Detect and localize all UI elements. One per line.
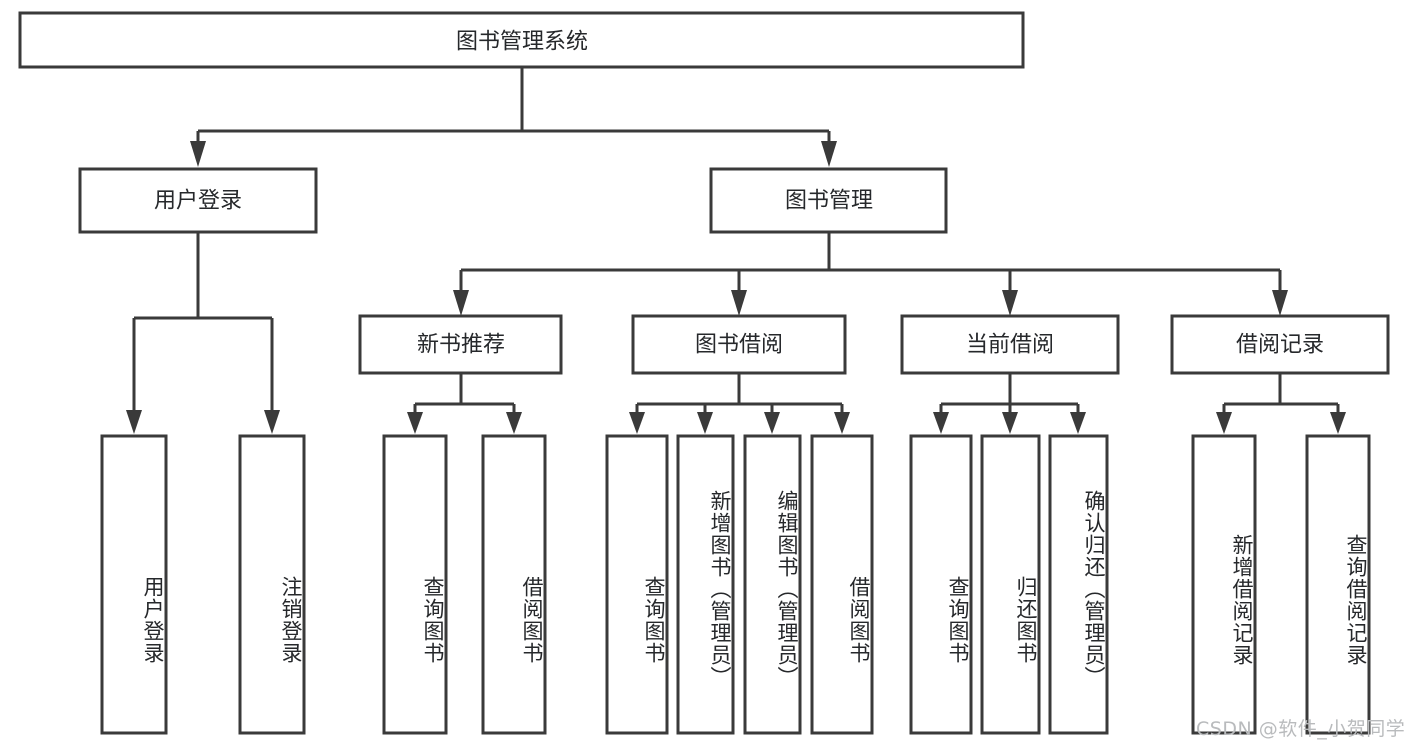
node-book-borrow[interactable] [631, 314, 847, 375]
arrow-to-leaf-query-record [1330, 412, 1346, 434]
leaf-box-query-book-3[interactable] [909, 434, 973, 735]
node-new-book-recommend-label: 新书推荐 [417, 333, 505, 358]
leaf-box-add-book[interactable] [676, 434, 735, 735]
arrow-to-borrow-record [1272, 290, 1288, 316]
arrow-to-new-book-recommend [453, 290, 469, 316]
arrow-to-leaf-add-record [1216, 412, 1232, 434]
node-borrow-record-label: 借阅记录 [1236, 333, 1324, 358]
node-label-layer: 图书管理系统 用户登录 图书管理 新书推荐 图书借阅 当前借阅 借阅记录 [154, 30, 1324, 358]
node-box-layer [18, 11, 1390, 735]
arrow-to-leaf-return-book [1002, 412, 1018, 434]
leaf-box-return-book[interactable] [980, 434, 1041, 735]
node-current-borrow[interactable] [900, 314, 1120, 375]
leaf-box-confirm-return[interactable] [1048, 434, 1109, 735]
arrow-to-book-borrow [731, 290, 747, 316]
arrow-to-leaf-add-book [697, 412, 713, 434]
leaf-box-borrow-book-2[interactable] [810, 434, 874, 735]
arrow-to-leaf-query-book-1 [407, 412, 423, 434]
node-book-borrow-label: 图书借阅 [695, 333, 783, 358]
leaf-box-borrow-book-1[interactable] [481, 434, 547, 735]
node-book-management[interactable] [709, 167, 948, 234]
node-user-login-label: 用户登录 [154, 189, 242, 214]
arrow-to-leaf-confirm-return [1070, 412, 1086, 434]
arrow-to-leaf-query-book-3 [933, 412, 949, 434]
arrow-to-leaf-borrow-book-1 [506, 412, 522, 434]
arrow-to-leaf-borrow-book-2 [834, 412, 850, 434]
leaf-box-query-record[interactable] [1305, 434, 1371, 735]
node-user-login[interactable] [78, 167, 318, 234]
arrow-to-book-management [821, 141, 837, 167]
arrow-to-current-borrow [1002, 290, 1018, 316]
node-root[interactable] [18, 11, 1025, 69]
arrow-to-user-login [190, 141, 206, 167]
arrow-to-leaf-user-login [126, 410, 142, 434]
leaf-box-edit-book[interactable] [743, 434, 802, 735]
leaf-box-user-login[interactable] [100, 434, 168, 735]
csdn-watermark: CSDN @软件_小贺同学 [1196, 718, 1405, 740]
node-root-label: 图书管理系统 [456, 30, 588, 55]
node-current-borrow-label: 当前借阅 [966, 333, 1054, 358]
leaf-box-query-book-2[interactable] [605, 434, 669, 735]
arrow-to-leaf-query-book-2 [629, 412, 645, 434]
connector-layer [126, 67, 1346, 434]
node-borrow-record[interactable] [1170, 314, 1390, 375]
leaf-box-query-book-1[interactable] [382, 434, 448, 735]
node-book-management-label: 图书管理 [785, 189, 873, 214]
leaf-box-user-logout[interactable] [238, 434, 306, 735]
arrow-to-leaf-edit-book [764, 412, 780, 434]
leaf-box-add-record[interactable] [1191, 434, 1257, 735]
arrow-to-leaf-user-logout [264, 410, 280, 434]
node-new-book-recommend[interactable] [358, 314, 563, 375]
